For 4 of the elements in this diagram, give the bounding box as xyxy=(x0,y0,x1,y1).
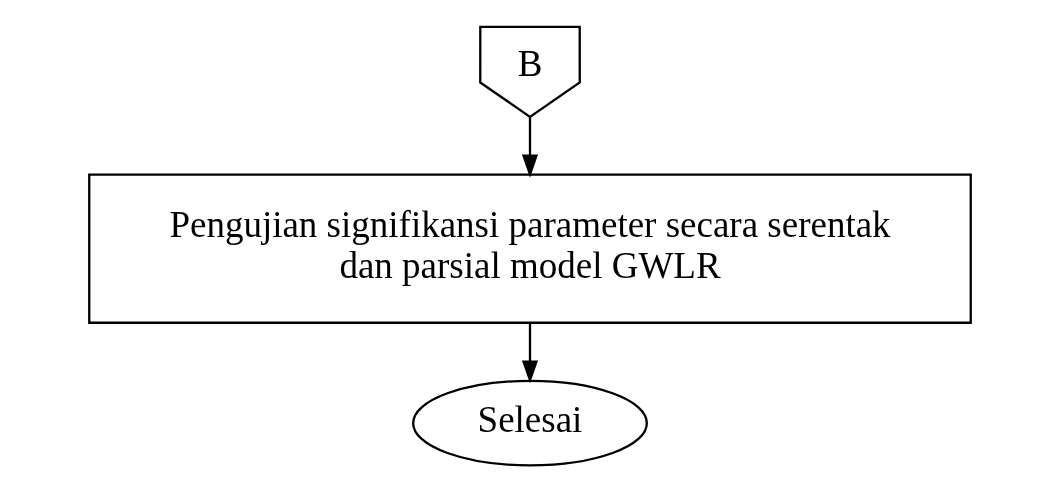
node-box: Pengujian signifikansi parameter secara serentak dan parsial model GWLR xyxy=(87,173,972,324)
node-ellipse: Selesai xyxy=(411,379,648,467)
arrow xyxy=(521,323,538,384)
arrow xyxy=(521,116,538,178)
